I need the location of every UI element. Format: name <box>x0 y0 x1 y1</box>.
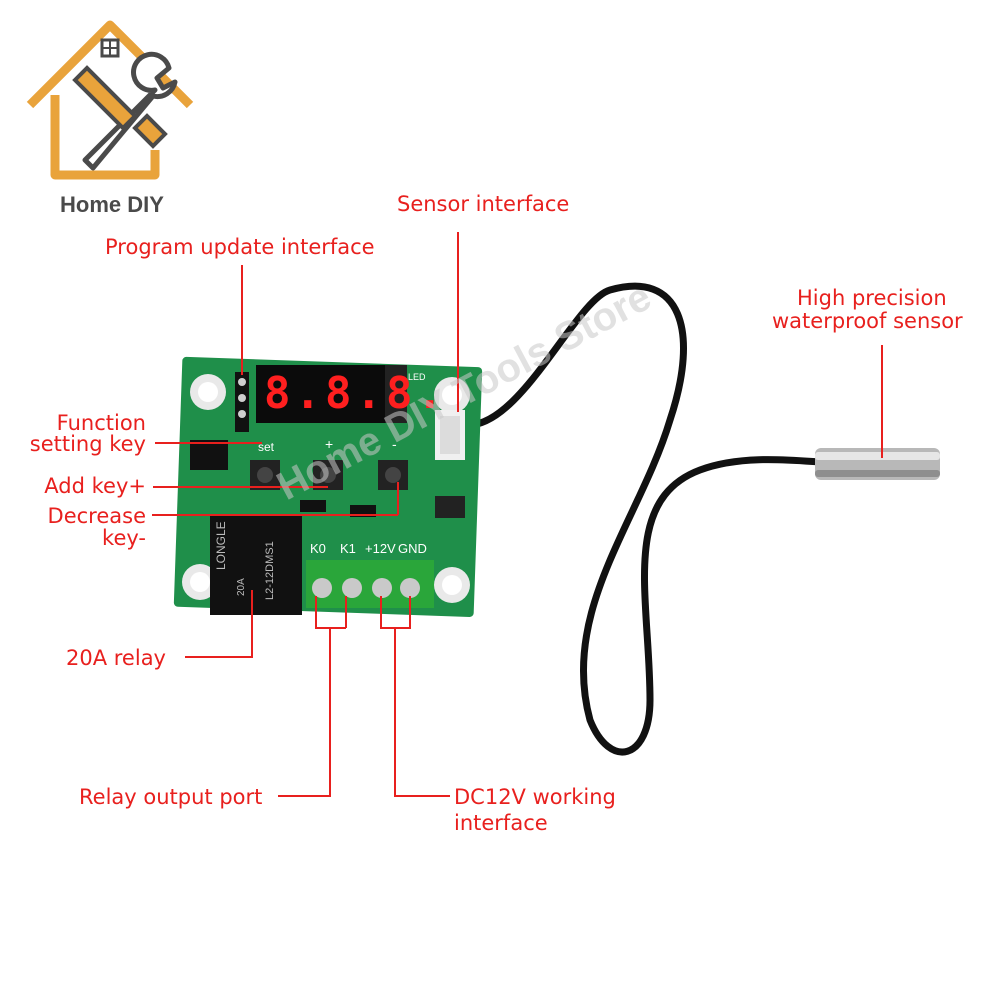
label-dc12v-1: DC12V working <box>454 785 616 809</box>
label-waterproof-sensor-2: waterproof sensor <box>772 309 963 333</box>
brand-name: Home DIY <box>60 192 164 217</box>
terminal-label-k0: K0 <box>310 541 326 556</box>
relay-rating-text: 20A <box>236 578 247 596</box>
label-decrease-key-2: key- <box>102 526 146 550</box>
annotation-lines <box>152 232 883 797</box>
wrench-icon <box>82 51 178 171</box>
led-display: 8.8.8. <box>264 368 447 419</box>
pcb-board <box>173 356 483 617</box>
led-label: LED <box>408 372 426 382</box>
label-add-key: Add key+ <box>44 474 146 498</box>
waterproof-probe <box>815 448 940 480</box>
terminal-label-k1: K1 <box>340 541 356 556</box>
label-function-key-2: setting key <box>29 432 146 456</box>
label-function-key-1: Function <box>56 411 146 435</box>
set-key-label: set <box>258 440 275 454</box>
label-program-update: Program update interface <box>105 235 375 259</box>
label-relay-output: Relay output port <box>79 785 263 809</box>
plus-key-label: + <box>325 436 334 452</box>
relay-model-text: L2-12DMS1 <box>264 541 276 600</box>
label-relay: 20A relay <box>66 646 166 670</box>
house-logo-icon <box>26 20 194 180</box>
sensor-cable <box>461 282 824 756</box>
label-waterproof-sensor-1: High precision <box>797 286 947 310</box>
screwdriver-icon <box>72 65 168 149</box>
relay-brand-text: LONGLE <box>214 521 228 570</box>
label-sensor-interface: Sensor interface <box>397 192 570 216</box>
terminal-label-gnd: GND <box>398 541 427 556</box>
minus-key-label: - <box>392 436 397 452</box>
terminal-label-12v: +12V <box>365 541 396 556</box>
label-decrease-key-1: Decrease <box>47 504 146 528</box>
label-dc12v-2: interface <box>454 811 548 835</box>
